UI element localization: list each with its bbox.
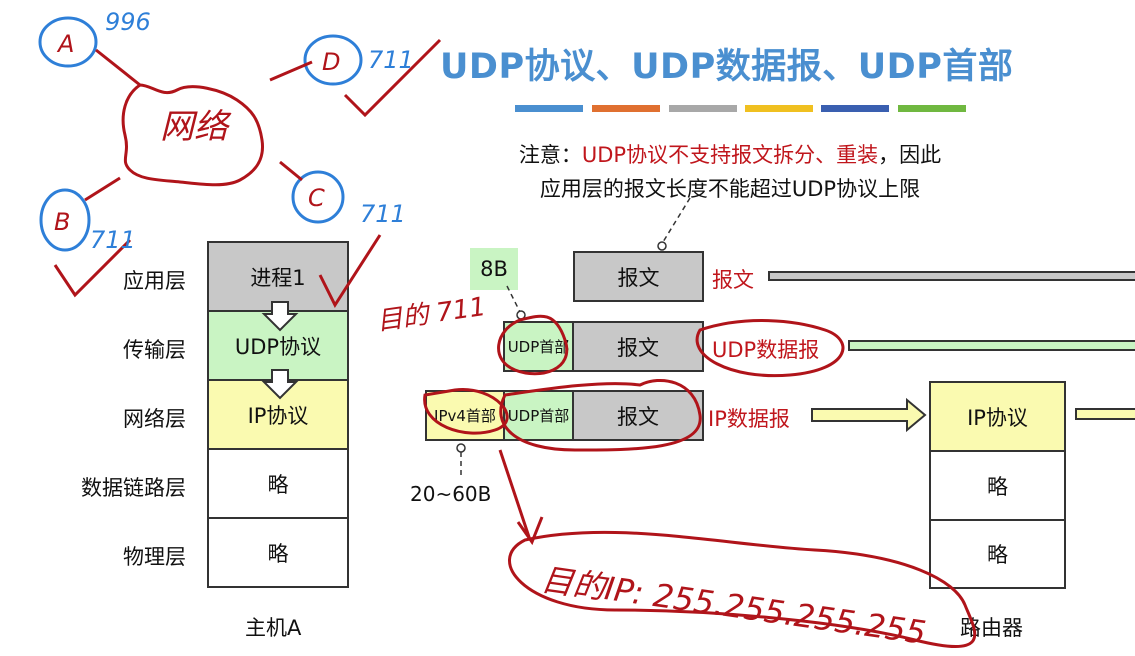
message-box: 报文 (572, 390, 704, 441)
dest-port-note: 目的 711 (375, 292, 488, 337)
ip-bar (1075, 408, 1135, 420)
layer-label: 网络层 (123, 407, 186, 431)
color-bar (515, 105, 583, 112)
udp-bar (848, 340, 1135, 351)
layer-label: 数据链路层 (81, 476, 186, 500)
host-name: 主机A (245, 616, 302, 640)
router-physical-layer: 略 (929, 519, 1066, 589)
message-box: 报文 (573, 251, 704, 302)
note-line-1: 注意：UDP协议不支持报文拆分、重装，因此 (518, 143, 942, 167)
layer-label: 物理层 (123, 545, 186, 569)
note-line-2: 应用层的报文长度不能超过UDP协议上限 (539, 177, 921, 201)
host-link-layer: 略 (207, 448, 349, 519)
dest-ip-note: 目的IP: 255.255.255.255 (539, 560, 928, 652)
layer-label: 传输层 (123, 338, 186, 362)
layer-label: 应用层 (123, 269, 186, 293)
color-bar (669, 105, 737, 112)
host-d-mark: D (322, 48, 340, 76)
message-box: 报文 (572, 321, 704, 372)
port-note: 711 (90, 226, 136, 254)
message-bar (768, 271, 1135, 281)
host-app-layer: 进程1 (207, 241, 349, 312)
network-cloud-label: 网络 (160, 107, 232, 147)
slide-title: UDP协议、UDP数据报、UDP首部 (440, 47, 1014, 87)
udp-datagram-label: UDP数据报 (712, 338, 820, 362)
color-bar (821, 105, 889, 112)
port-note: 711 (360, 200, 406, 228)
message-label: 报文 (712, 268, 754, 292)
down-arrow-icon (261, 301, 299, 332)
ip-header-size: 20~60B (410, 482, 492, 506)
color-bar (898, 105, 966, 112)
color-bar (745, 105, 813, 112)
host-physical-layer: 略 (207, 517, 349, 588)
port-note: 711 (368, 46, 414, 74)
color-bar (592, 105, 660, 112)
udp-header-size: 8B (470, 248, 518, 290)
down-arrow-icon (261, 369, 299, 400)
ip-datagram-label: IP数据报 (708, 407, 790, 431)
host-c-mark: C (308, 184, 325, 212)
port-note: 996 (105, 8, 151, 36)
host-b-mark: B (54, 208, 70, 236)
router-network-layer: IP协议 (929, 381, 1066, 452)
host-a-mark: A (56, 30, 74, 58)
right-arrow-icon (811, 397, 927, 433)
